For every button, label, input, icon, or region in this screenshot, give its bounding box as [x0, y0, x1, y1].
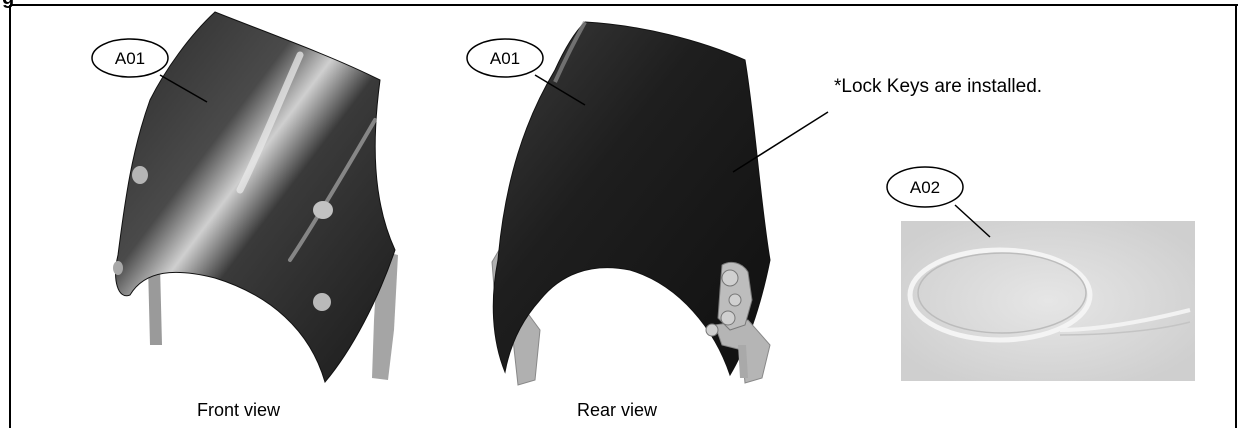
callout-rear-label: A01	[490, 49, 520, 68]
lock-keys-note: *Lock Keys are installed.	[834, 76, 1042, 98]
callout-front-label: A01	[115, 49, 145, 68]
caption-rear-view: Rear view	[577, 400, 657, 421]
callout-seal-label: A02	[910, 178, 940, 197]
windshield-rear-view	[492, 22, 770, 385]
seal-photo	[901, 221, 1195, 381]
caption-front-view: Front view	[197, 400, 280, 421]
